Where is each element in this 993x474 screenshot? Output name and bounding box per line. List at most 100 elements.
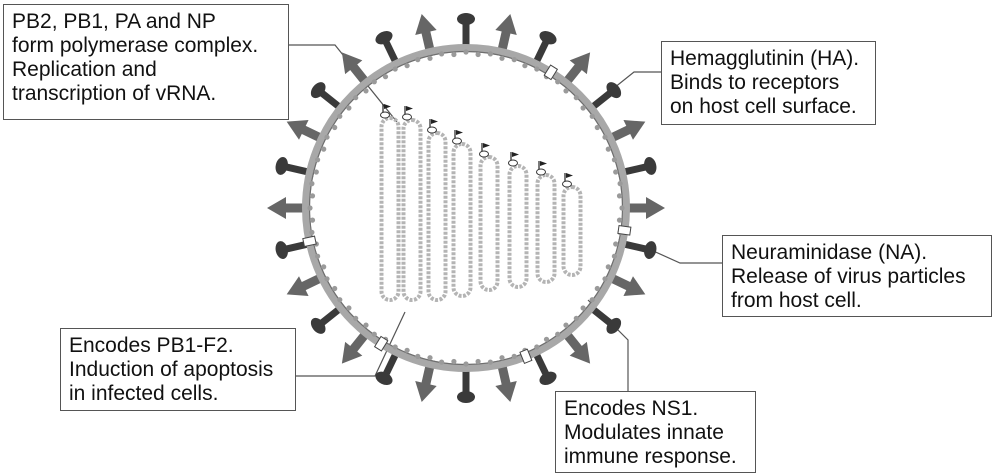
matrix-bead: [337, 113, 343, 119]
rna-loop: [426, 131, 448, 302]
polymerase-flag: [406, 106, 413, 111]
callout-line: Encodes NS1.: [564, 397, 699, 420]
matrix-bead: [594, 124, 600, 131]
m2-channel: [373, 335, 389, 352]
m2-channel-body: [373, 335, 389, 352]
matrix-bead: [499, 355, 505, 361]
ha-head: [275, 241, 288, 259]
polymerase-flag: [456, 130, 463, 135]
matrix-bead: [392, 344, 398, 350]
callout-line: from host cell.: [731, 289, 862, 312]
na-head: [341, 341, 363, 364]
ha-head: [644, 241, 657, 259]
polymerase-cap: [562, 180, 572, 188]
rna-segment: [401, 106, 423, 302]
na-spike: [559, 327, 591, 364]
matrix-bead: [602, 276, 608, 282]
matrix-bead: [475, 358, 481, 365]
matrix-bead: [463, 361, 469, 367]
rna-segment: [507, 152, 529, 289]
polymerase-cap: [479, 150, 489, 158]
matrix-bead: [594, 285, 600, 292]
surface-glycoproteins: [267, 13, 665, 403]
m2-channel-body: [543, 64, 559, 81]
matrix-bead: [415, 57, 421, 63]
matrix-bead: [353, 95, 359, 101]
ha-spike: [310, 82, 347, 114]
na-spike: [622, 197, 665, 219]
rna-loop: [379, 116, 401, 302]
callout-line: Replication and: [12, 58, 157, 81]
callout-line: on host cell surface.: [670, 95, 857, 118]
matrix-bead: [415, 353, 421, 359]
na-spike: [341, 327, 373, 364]
polymerase-flag: [384, 104, 391, 109]
rna-loop: [535, 173, 557, 284]
matrix-bead: [580, 105, 586, 111]
hemagglutinin-callout: Hemagglutinin (HA). Binds to receptors o…: [661, 41, 876, 125]
matrix-bead: [611, 253, 618, 259]
matrix-bead: [427, 55, 433, 61]
ha-head: [375, 371, 393, 386]
callout-line: transcription of vRNA.: [12, 82, 217, 105]
matrix-bead: [363, 88, 369, 94]
matrix-bead: [499, 55, 505, 61]
rna-loop: [478, 155, 500, 292]
matrix-bead: [332, 124, 338, 131]
matrix-bead: [563, 88, 569, 94]
na-head: [495, 13, 517, 35]
na-spike: [341, 52, 373, 89]
matrix-bead: [353, 315, 359, 321]
ha-head: [539, 30, 557, 45]
ha-head: [539, 371, 557, 386]
polymerase-cap: [402, 113, 412, 121]
rna-loop: [507, 164, 529, 289]
matrix-bead: [363, 322, 369, 328]
na-head: [569, 52, 591, 75]
na-head: [286, 119, 309, 140]
callout-line: Induction of apoptosis: [69, 358, 274, 381]
matrix-bead: [404, 63, 410, 69]
ha-head: [310, 82, 326, 99]
matrix-bead: [337, 297, 343, 303]
matrix-bead: [589, 297, 595, 303]
matrix-bead: [611, 157, 618, 163]
matrix-bead: [427, 355, 433, 361]
rna-loop: [451, 142, 473, 298]
matrix-bead: [619, 205, 625, 211]
na-stalk: [284, 203, 310, 213]
matrix-bead: [307, 205, 313, 211]
matrix-bead: [315, 157, 321, 163]
ha-head: [457, 13, 475, 25]
matrix-bead: [534, 66, 540, 72]
ha-head: [606, 82, 622, 99]
ha-head: [310, 317, 326, 334]
matrix-bead: [511, 353, 517, 359]
matrix-bead: [315, 253, 321, 259]
polymerase-cap: [508, 159, 518, 167]
matrix-bead: [392, 66, 398, 72]
m2-channel-body: [519, 348, 533, 365]
matrix-bead: [617, 181, 623, 187]
polymerase-cap: [380, 111, 390, 119]
matrix-bead: [487, 51, 493, 57]
callout-line: Release of virus particles: [731, 265, 966, 288]
rna-segment: [379, 104, 401, 302]
envelope-band: [302, 44, 630, 372]
matrix-bead: [534, 344, 540, 350]
rna-loop: [401, 118, 423, 302]
m2-channel: [519, 348, 533, 365]
pb1-f2-callout: Encodes PB1-F2. Induction of apoptosis i…: [60, 328, 296, 411]
matrix-bead: [332, 285, 338, 292]
na-head: [569, 341, 591, 364]
matrix-bead: [404, 347, 410, 353]
m2-channel: [302, 235, 317, 248]
rna-loop: [561, 185, 583, 277]
callout-line: in infected cells.: [69, 382, 219, 405]
rna-segment: [478, 143, 500, 292]
rna-segment: [451, 130, 473, 298]
ha-head: [606, 317, 622, 334]
na-head: [267, 197, 286, 219]
matrix-bead: [346, 305, 352, 311]
